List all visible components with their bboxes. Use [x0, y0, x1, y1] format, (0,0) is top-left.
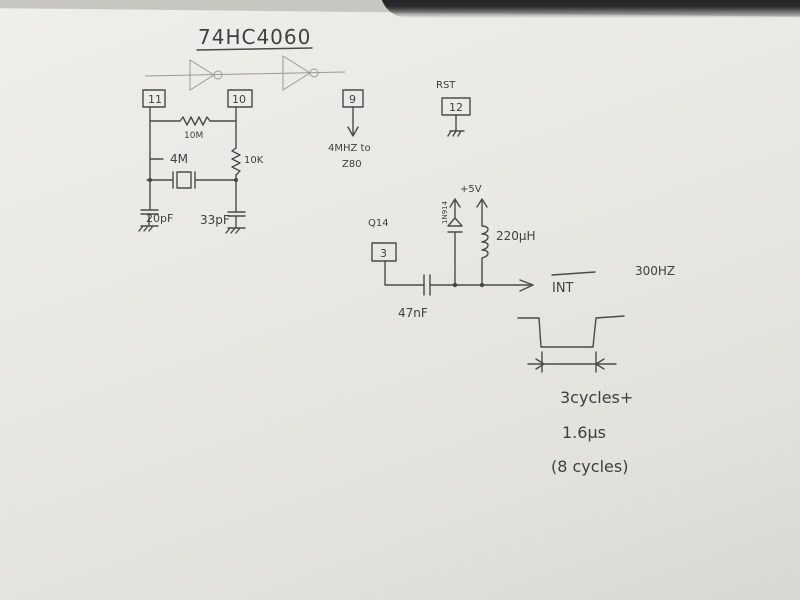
label-10m: 10M	[184, 131, 203, 141]
svg-text:11: 11	[148, 93, 162, 106]
resistor-10k	[231, 147, 241, 176]
diode-1n914	[447, 198, 463, 286]
svg-text:9: 9	[349, 93, 356, 106]
label-300hz: 300HZ	[635, 264, 675, 278]
pin-10-box: 10	[227, 89, 253, 108]
pin-11-box: 11	[142, 89, 166, 108]
pulse-waveform	[517, 315, 625, 348]
label-10k: 10K	[244, 155, 264, 166]
label-5v: +5V	[460, 184, 482, 195]
junction-left	[148, 178, 152, 182]
label-q14: Q14	[368, 218, 389, 229]
label-47nf: 47nF	[398, 306, 428, 320]
label-33pf: 33pF	[200, 213, 230, 227]
svg-text:10: 10	[232, 93, 246, 106]
svg-text:3: 3	[380, 247, 387, 260]
label-4m: 4M	[170, 152, 188, 166]
label-int: INT	[552, 281, 574, 296]
crystal-4m	[146, 171, 237, 189]
arrow-down-icon	[347, 106, 359, 137]
wire-q14-capacitor	[384, 260, 534, 296]
inverter-symbol-1	[189, 59, 223, 91]
int-overbar	[551, 271, 596, 276]
resistor-10m	[149, 116, 237, 126]
note-8-cycles: (8 cycles)	[551, 457, 628, 476]
pin-9-box: 9	[342, 89, 364, 108]
capacitor-33pf-ground	[225, 211, 246, 234]
pulse-width-marker	[527, 351, 617, 373]
label-220uh: 220μH	[496, 229, 536, 243]
pin-3-box: 3	[371, 242, 397, 262]
label-20pf: 20pF	[146, 212, 173, 225]
arrow-right-icon	[519, 279, 534, 292]
svg-text:12: 12	[449, 101, 463, 114]
chip-title-underline	[196, 47, 313, 51]
label-4mhz: 4MHZ to	[328, 143, 371, 154]
guide-line	[144, 71, 346, 77]
laptop-edge-shadow	[380, 0, 800, 18]
ground-symbol-rst	[447, 114, 465, 137]
inductor-220uh	[476, 198, 489, 286]
pin-12-box: 12	[441, 97, 471, 116]
label-diode: 1N914	[441, 200, 449, 224]
capacitor-20pf-ground	[138, 209, 159, 232]
chip-title: 74HC4060	[198, 25, 311, 49]
note-time: 1.6μs	[562, 423, 606, 442]
note-cycles: 3cycles+	[560, 388, 633, 407]
label-z80: Z80	[342, 159, 362, 170]
inverter-symbol-2	[282, 55, 319, 91]
label-rst: RST	[436, 80, 456, 91]
junction-right	[234, 178, 238, 182]
